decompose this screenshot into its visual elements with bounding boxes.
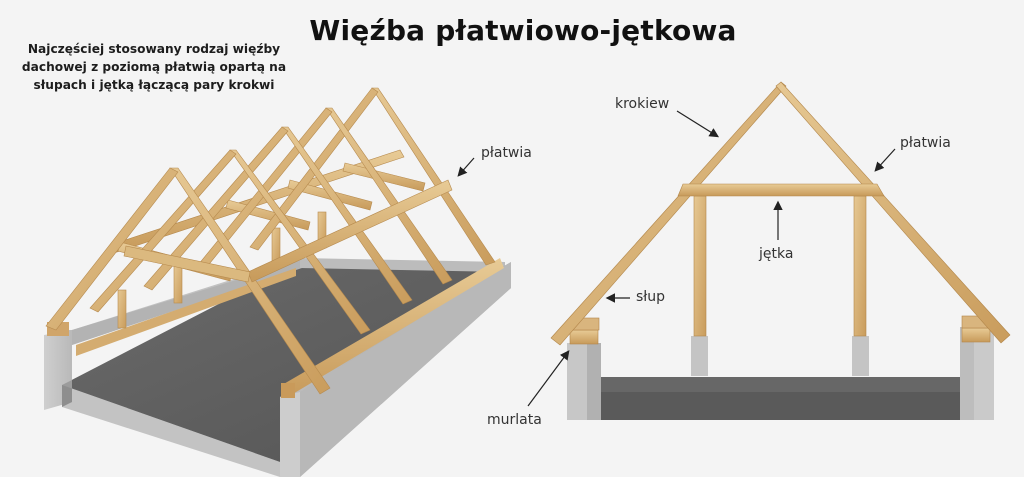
label-wall-plate: murlata [487, 412, 542, 428]
label-collar-beam: jętka [759, 246, 794, 262]
purlin-arrow-section [874, 148, 896, 172]
section-building [567, 327, 994, 420]
wall-plate-front [282, 258, 504, 398]
trusses-3d [45, 87, 496, 395]
title-text: Więźba płatwiowo-jętkowa [309, 14, 737, 47]
page-title: Więźba płatwiowo-jętkowa [0, 14, 1024, 47]
label-rafter: krokiew [615, 96, 670, 112]
label-post: słup [636, 289, 666, 305]
purlin-arrow-3d [457, 157, 475, 177]
post-right [853, 195, 867, 337]
collar-beam [677, 183, 885, 197]
description: Najczęściej stosowany rodzaj więźby dach… [14, 40, 294, 94]
floor-section [588, 377, 975, 392]
purlin-front-3d [247, 179, 453, 283]
rafter-right [775, 81, 1011, 344]
label-purlin-section: płatwia [900, 135, 951, 151]
section-truss [550, 81, 1011, 346]
left-wall-section [567, 343, 587, 420]
label-purlin-3d: płatwia [481, 145, 532, 161]
right-wall-section [960, 327, 974, 420]
floor-3d [62, 262, 505, 462]
rafter-left [550, 81, 787, 346]
description-line: Najczęściej stosowany rodzaj więźby [27, 42, 281, 56]
wall-plate-back [76, 268, 296, 356]
wall-plate-left [569, 329, 599, 345]
post-left [693, 195, 707, 337]
description-line: słupach i jętką łączącą pary krokwi [33, 78, 275, 92]
wall-plate-arrow [527, 350, 570, 407]
rafter-arrow [676, 110, 720, 138]
building-3d [44, 258, 511, 477]
wall-plate-right [961, 327, 991, 343]
description-line: dachowej z poziomą płatwią opartą na [21, 60, 287, 74]
